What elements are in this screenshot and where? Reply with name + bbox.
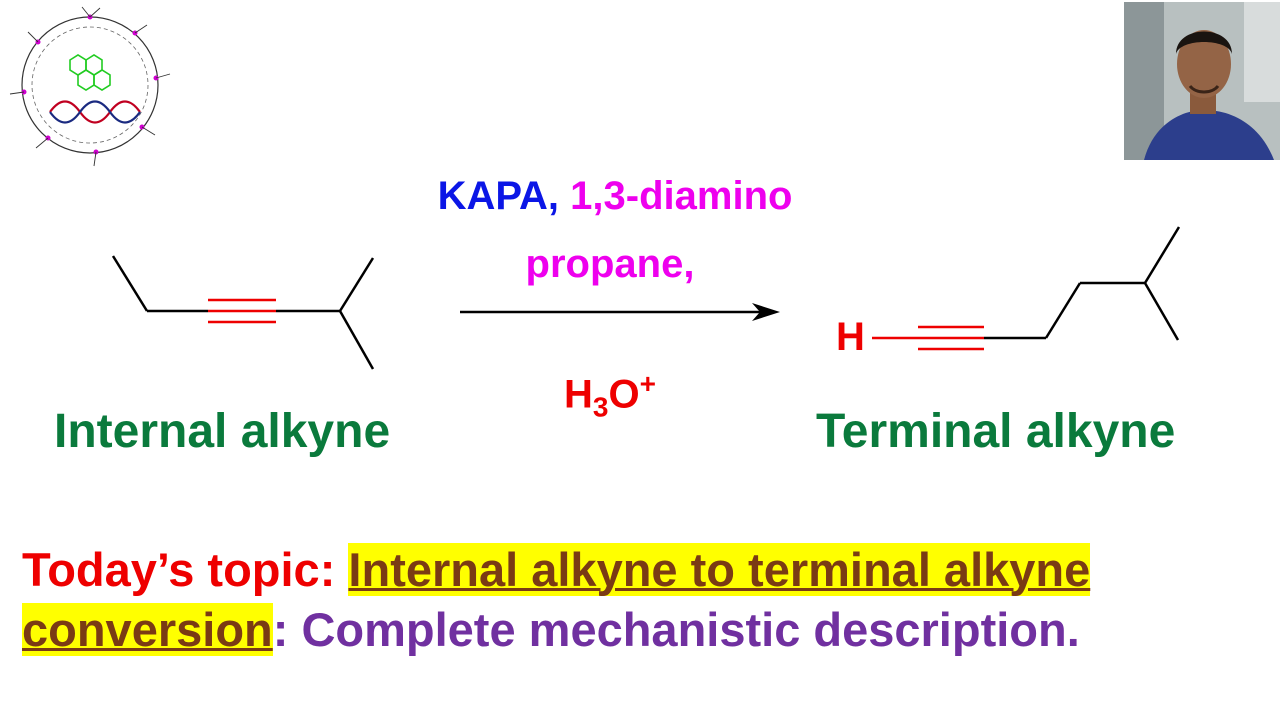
hydronium-charge: + (639, 368, 656, 399)
reagent-diamine-part-1: 1,3-diamino (570, 174, 793, 218)
reagent-diamine-part-2: propane, (525, 242, 695, 286)
hydronium-h: H (564, 372, 593, 417)
presenter-avatar-icon (1124, 2, 1280, 160)
reaction-scheme: H (111, 226, 1181, 370)
topic-prefix: Today’s topic: (22, 543, 336, 596)
internal-alkyne-structure (111, 255, 375, 370)
internal-alkyne-label: Internal alkyne (54, 405, 391, 458)
topic-highlight-1: Internal alkyne to terminal alkyne (348, 543, 1091, 596)
terminal-hydrogen: H (836, 315, 865, 359)
hydronium-o: O (608, 372, 640, 417)
topic-suffix: : Complete mechanistic description. (272, 603, 1080, 656)
terminal-alkyne-structure: H (836, 226, 1181, 359)
cyclodextrin-logo-icon (9, 6, 171, 167)
topic-caption: Today’s topic: Internal alkyne to termin… (22, 540, 1272, 660)
hydronium-subscript: 3 (592, 391, 609, 423)
reaction-arrow (460, 303, 780, 321)
presenter-photo (1124, 2, 1280, 160)
reagent-line-1: KAPA, 1,3-diamino (405, 176, 825, 216)
topic-highlight-2: conversion (22, 603, 273, 656)
reagent-kapa: KAPA, (437, 174, 560, 218)
reagent-hydronium: H3O+ (520, 370, 700, 421)
terminal-alkyne-label: Terminal alkyne (816, 405, 1176, 458)
